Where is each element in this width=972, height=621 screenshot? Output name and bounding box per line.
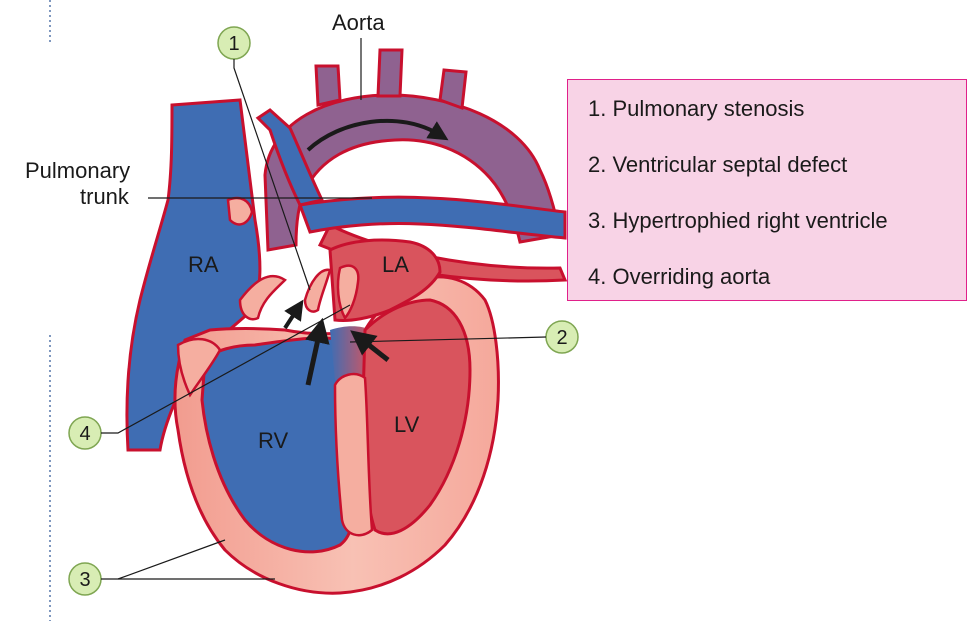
legend-item-pulmonary-stenosis: 1. Pulmonary stenosis: [588, 96, 804, 122]
label-lv: LV: [394, 412, 420, 437]
label-ra: RA: [188, 252, 219, 277]
legend-item-hypertrophied-right-ventricle: 3. Hypertrophied right ventricle: [588, 208, 888, 234]
svg-text:1: 1: [228, 33, 239, 55]
svg-text:4: 4: [79, 423, 90, 445]
label-rv: RV: [258, 428, 288, 453]
atrial-flap: [228, 198, 252, 224]
label-pulmonary-trunk-line1: Pulmonary: [25, 158, 130, 183]
septum-wall: [335, 374, 372, 535]
rv-flow-arrow-small: [285, 308, 298, 328]
pulmonary-valve-right: [305, 270, 330, 312]
label-pulmonary-trunk-line2: trunk: [80, 184, 130, 209]
legend-item-overriding-aorta: 4. Overriding aorta: [588, 264, 770, 290]
aorta-branch-2: [378, 50, 402, 96]
aorta-branch-3: [440, 70, 466, 108]
label-la: LA: [382, 252, 409, 277]
svg-text:2: 2: [556, 327, 567, 349]
label-aorta: Aorta: [332, 10, 385, 35]
legend-box: 1. Pulmonary stenosis 2. Ventricular sep…: [567, 79, 967, 301]
aorta-branch-1: [316, 66, 340, 105]
svg-text:3: 3: [79, 569, 90, 591]
legend-item-ventricular-septal-defect: 2. Ventricular septal defect: [588, 152, 847, 178]
